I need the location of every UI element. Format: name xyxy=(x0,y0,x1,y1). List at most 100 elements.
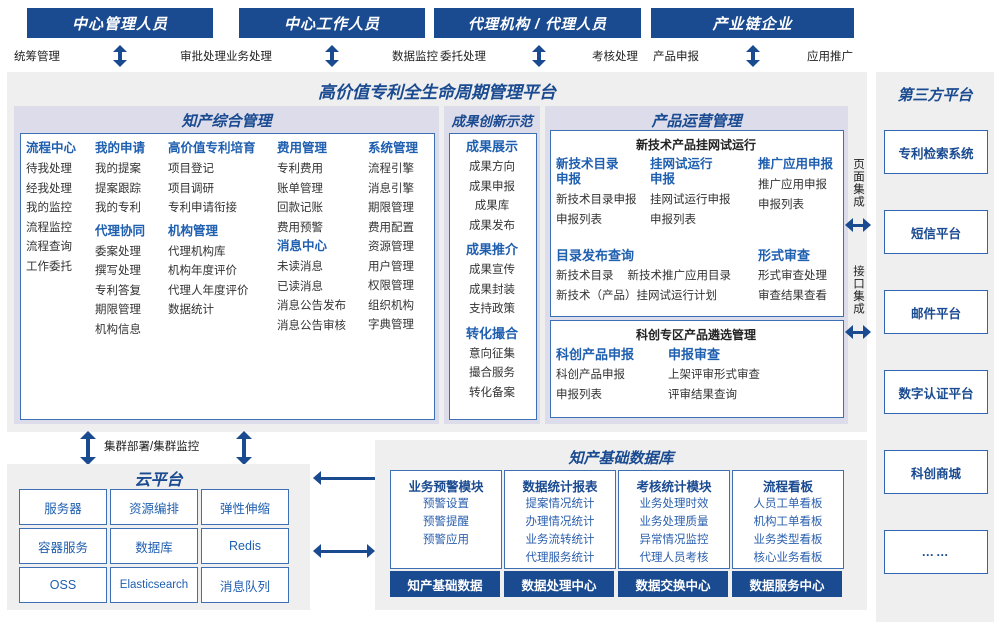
database-module-item[interactable]: 机构工单看板 xyxy=(753,516,823,528)
third-party-item-2[interactable]: 邮件平台 xyxy=(884,290,988,334)
product-ops-item[interactable]: 上架评审形式审查 xyxy=(668,369,760,381)
innovation-item[interactable]: 成果方向 xyxy=(469,161,515,173)
database-module-item[interactable]: 预警提醒 xyxy=(423,516,469,528)
ip-group-head[interactable]: 机构管理 xyxy=(168,223,219,238)
product-ops-item[interactable]: 新技术（产品）挂网试运行计划 xyxy=(556,289,717,302)
innovation-item[interactable]: 成果申报 xyxy=(469,180,515,193)
ip-item[interactable]: 代理人年度评价 xyxy=(168,284,249,297)
third-party-item-4[interactable]: 科创商城 xyxy=(884,450,988,494)
ip-item[interactable]: 提案跟踪 xyxy=(95,182,141,195)
database-module-head[interactable]: 数据统计报表 xyxy=(522,480,598,494)
ip-item[interactable]: 工作委托 xyxy=(26,260,72,273)
database-module-item[interactable]: 预警设置 xyxy=(423,498,469,510)
third-party-item-0[interactable]: 专利检索系统 xyxy=(884,130,988,174)
ip-item[interactable]: 未读消息 xyxy=(277,261,323,273)
ip-group-head[interactable]: 系统管理 xyxy=(368,141,419,155)
database-module-item[interactable]: 代理人员考核 xyxy=(639,552,709,564)
ip-item[interactable]: 流程监控 xyxy=(26,221,72,234)
ip-group-head[interactable]: 高价值专利培育 xyxy=(168,141,256,155)
database-footer-0[interactable]: 知产基础数据 xyxy=(390,571,500,597)
innovation-group-head[interactable]: 成果展示 xyxy=(465,139,518,154)
product-ops-item[interactable]: 审查结果查看 xyxy=(758,289,827,302)
product-ops-group-head[interactable]: 形式审查 xyxy=(758,248,811,263)
ip-item[interactable]: 期限管理 xyxy=(368,202,414,214)
database-module-head[interactable]: 业务预警模块 xyxy=(408,480,484,494)
innovation-item[interactable]: 转化备案 xyxy=(469,386,515,399)
cloud-cell-4[interactable]: 数据库 xyxy=(110,528,198,564)
ip-group-head[interactable]: 费用管理 xyxy=(277,141,328,155)
product-ops-item[interactable]: 申报列表 xyxy=(650,213,696,226)
ip-item[interactable]: 消息公告审核 xyxy=(277,319,346,332)
ip-group-head[interactable]: 代理协同 xyxy=(95,223,146,238)
role-bar-3[interactable]: 产业链企业 xyxy=(651,8,854,38)
database-module-item[interactable]: 办理情况统计 xyxy=(525,516,595,528)
cloud-cell-8[interactable]: 消息队列 xyxy=(201,567,289,603)
product-ops-item[interactable]: 申报列表 xyxy=(556,388,602,401)
ip-item[interactable]: 流程查询 xyxy=(26,241,72,253)
ip-item[interactable]: 委案处理 xyxy=(95,245,141,258)
ip-item[interactable]: 项目登记 xyxy=(168,163,214,175)
innovation-item[interactable]: 支持政策 xyxy=(469,303,515,315)
cloud-cell-6[interactable]: OSS xyxy=(19,567,107,603)
ip-item[interactable]: 项目调研 xyxy=(168,182,214,195)
database-module-item[interactable]: 核心业务看板 xyxy=(753,552,823,564)
database-module-item[interactable]: 业务处理质量 xyxy=(639,516,709,528)
ip-item[interactable]: 撰写处理 xyxy=(95,265,141,277)
role-bar-0[interactable]: 中心管理人员 xyxy=(27,8,213,38)
database-module-item[interactable]: 业务流转统计 xyxy=(525,534,595,546)
product-ops-group-head[interactable]: 新技术目录申报 xyxy=(556,157,619,186)
role-bar-2[interactable]: 代理机构 / 代理人员 xyxy=(434,8,641,38)
database-footer-2[interactable]: 数据交换中心 xyxy=(618,571,728,597)
product-ops-item[interactable]: 挂网试运行申报 xyxy=(650,194,731,206)
ip-group-head[interactable]: 我的申请 xyxy=(95,141,146,155)
database-module-item[interactable]: 人员工单看板 xyxy=(753,498,823,510)
innovation-item[interactable]: 成果发布 xyxy=(469,219,515,232)
database-module-item[interactable]: 业务处理时效 xyxy=(639,498,709,510)
ip-item[interactable]: 机构年度评价 xyxy=(168,265,237,277)
product-ops-group-head[interactable]: 申报审查 xyxy=(668,347,721,362)
cloud-cell-1[interactable]: 资源编排 xyxy=(110,489,198,525)
ip-item[interactable]: 我的专利 xyxy=(95,202,141,214)
product-ops-item[interactable]: 新技术目录申报 xyxy=(556,194,637,206)
product-ops-item[interactable]: 申报列表 xyxy=(758,198,804,211)
third-party-item-3[interactable]: 数字认证平台 xyxy=(884,370,988,414)
cloud-cell-0[interactable]: 服务器 xyxy=(19,489,107,525)
ip-item[interactable]: 费用配置 xyxy=(368,221,414,234)
product-ops-item[interactable]: 形式审查处理 xyxy=(758,270,827,282)
cloud-cell-5[interactable]: Redis xyxy=(201,528,289,564)
ip-item[interactable]: 专利申请衔接 xyxy=(168,202,237,214)
third-party-item-1[interactable]: 短信平台 xyxy=(884,210,988,254)
innovation-group-head[interactable]: 成果推介 xyxy=(465,242,518,257)
product-ops-item[interactable]: 推广应用申报 xyxy=(758,179,827,191)
database-module-head[interactable]: 流程看板 xyxy=(762,480,813,494)
innovation-item[interactable]: 成果库 xyxy=(474,200,510,212)
ip-item[interactable]: 权限管理 xyxy=(368,280,414,292)
database-module-item[interactable]: 代理服务统计 xyxy=(525,552,595,564)
product-ops-item[interactable]: 申报列表 xyxy=(556,213,602,226)
innovation-item[interactable]: 意向征集 xyxy=(469,347,515,360)
product-ops-item[interactable]: 新技术目录 xyxy=(556,270,614,282)
ip-item[interactable]: 消息引擎 xyxy=(368,182,414,195)
ip-item[interactable]: 消息公告发布 xyxy=(277,300,346,312)
product-ops-group-head[interactable]: 挂网试运行申报 xyxy=(650,157,713,186)
ip-item[interactable]: 资源管理 xyxy=(368,241,414,253)
ip-item[interactable]: 数据统计 xyxy=(168,304,214,316)
ip-item[interactable]: 我的提案 xyxy=(95,163,141,175)
innovation-item[interactable]: 撮合服务 xyxy=(469,367,515,379)
ip-item[interactable]: 已读消息 xyxy=(277,280,323,293)
innovation-item[interactable]: 成果封装 xyxy=(469,283,515,296)
database-footer-1[interactable]: 数据处理中心 xyxy=(504,571,614,597)
ip-item[interactable]: 专利费用 xyxy=(277,163,323,175)
ip-group-head[interactable]: 消息中心 xyxy=(277,239,328,253)
product-ops-group-head[interactable]: 目录发布查询 xyxy=(556,248,635,263)
ip-item[interactable]: 账单管理 xyxy=(277,182,323,195)
ip-item[interactable]: 流程引擎 xyxy=(368,163,414,175)
ip-item[interactable]: 专利答复 xyxy=(95,284,141,297)
ip-item[interactable]: 待我处理 xyxy=(26,163,72,175)
product-ops-item[interactable]: 新技术推广应用目录 xyxy=(627,270,732,282)
innovation-group-head[interactable]: 转化撮合 xyxy=(465,325,518,341)
product-ops-item[interactable]: 评审结果查询 xyxy=(668,388,737,401)
ip-item[interactable]: 用户管理 xyxy=(368,260,414,273)
ip-item[interactable]: 组织机构 xyxy=(368,299,414,312)
ip-item[interactable]: 费用预警 xyxy=(277,221,323,234)
